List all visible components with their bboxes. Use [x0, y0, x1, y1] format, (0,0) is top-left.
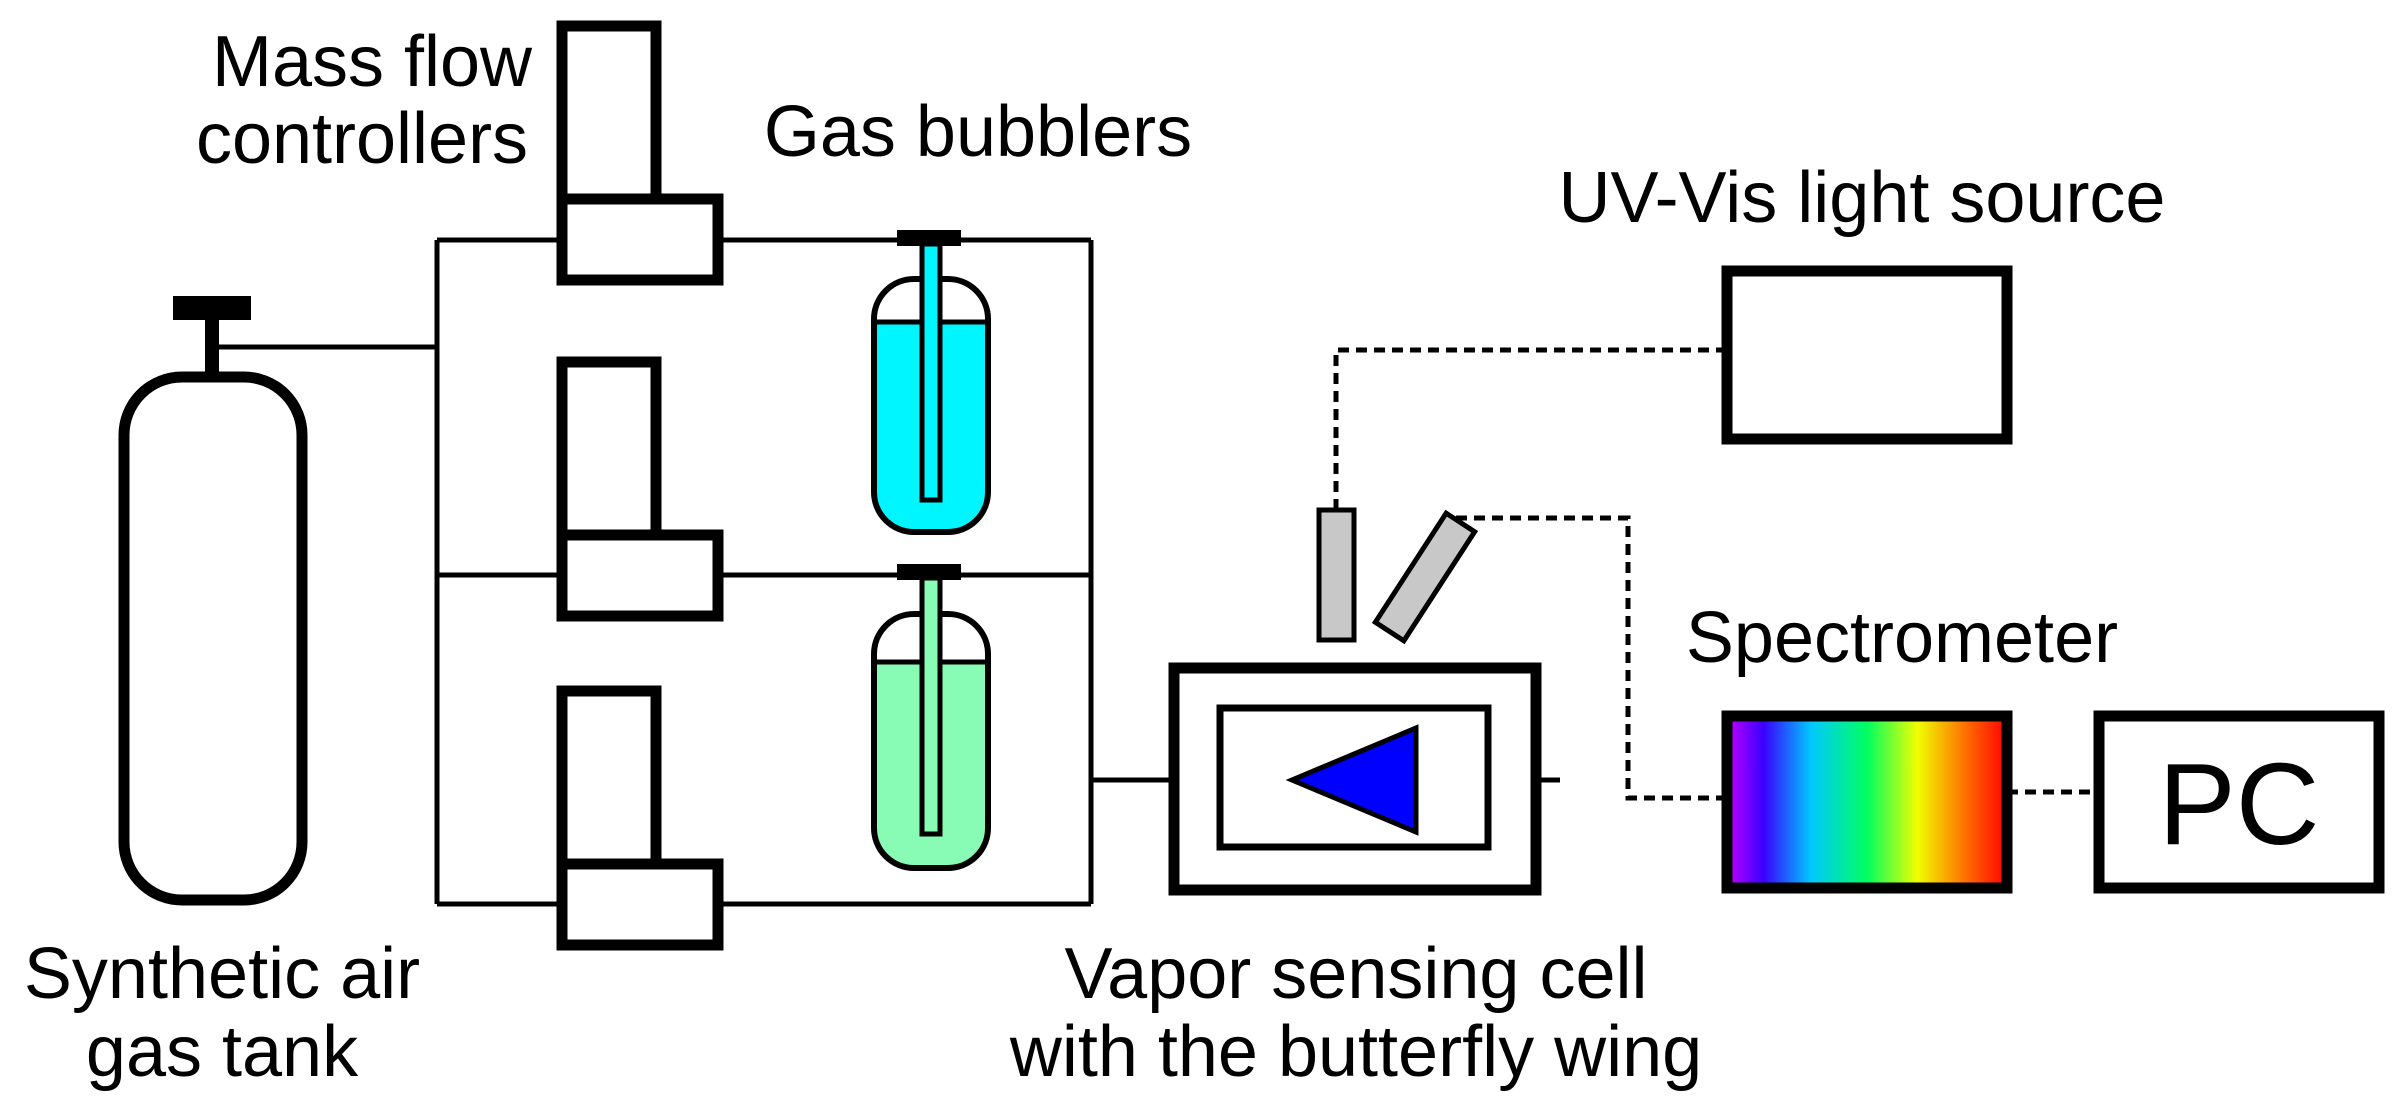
- tank-label-line2: gas tank: [86, 1012, 359, 1092]
- tank-label-line1: Synthetic air: [24, 934, 420, 1014]
- mass-flow-label-line2: controllers: [196, 99, 528, 179]
- spectrometer: [1721, 710, 2013, 894]
- tank-valve-handle: [173, 296, 251, 320]
- pc-box: [2093, 710, 2385, 894]
- tank-body: [118, 371, 308, 906]
- gas-bubbler-2: [871, 564, 991, 871]
- mass-flow-label-line1: Mass flow: [212, 22, 533, 102]
- cell-inner: [1216, 704, 1492, 851]
- gas-bubbler-1: [871, 230, 991, 535]
- fiber-source-to-probe: [1333, 347, 1727, 510]
- bubbler-1-tube: [919, 241, 943, 503]
- collection-probe: [1371, 509, 1479, 645]
- bubbler-2-cap: [897, 564, 961, 580]
- pc-label: PC: [2158, 739, 2319, 869]
- bubbler-1-cap: [897, 230, 961, 246]
- bubbler-2-tube: [919, 575, 943, 837]
- mass-flow-controller-3: [556, 685, 724, 951]
- cell-label-line1: Vapor sensing cell: [1065, 934, 1648, 1014]
- illumination-probe: [1316, 507, 1357, 643]
- uv-vis-label: UV-Vis light source: [1559, 158, 2166, 238]
- gas-tank: [118, 296, 308, 906]
- spectrometer-label: Spectrometer: [1686, 598, 2118, 678]
- mass-flow-controller-2: [556, 356, 724, 622]
- gas-bubblers-label: Gas bubblers: [764, 92, 1192, 172]
- mass-flow-controller-1: [556, 20, 724, 286]
- fiber-probe-to-spectrometer: [1456, 515, 1727, 801]
- optical-fibers: [1333, 347, 2099, 801]
- cell-label-line2: with the butterfly wing: [1009, 1012, 1702, 1092]
- tank-valve-stem: [205, 318, 219, 378]
- uv-vis-light-source: [1721, 265, 2013, 445]
- butterfly-wing-icon: [1285, 724, 1419, 836]
- vapor-sensing-cell: [1168, 662, 1542, 896]
